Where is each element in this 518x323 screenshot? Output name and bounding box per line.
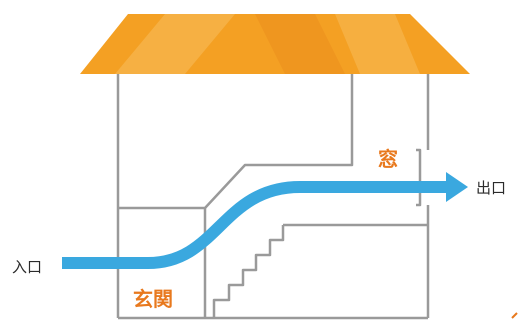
corner-tick-mark [511,312,518,319]
exit-label: 出口 [476,179,507,197]
staircase [212,225,285,318]
genkan-label: 玄関 [133,287,173,311]
roof-pattern-3 [335,14,420,74]
window-label: 窓 [378,147,398,171]
airflow-arrow [62,181,448,269]
roof [80,14,470,74]
airflow-arrow-head [446,172,468,202]
window-frame [416,148,422,207]
roof-pattern-2 [255,14,345,74]
upper-floor-step-line [118,74,354,210]
house-structure [116,74,430,320]
entrance-label: 入口 [12,258,43,276]
roof-pattern-1 [115,14,235,74]
